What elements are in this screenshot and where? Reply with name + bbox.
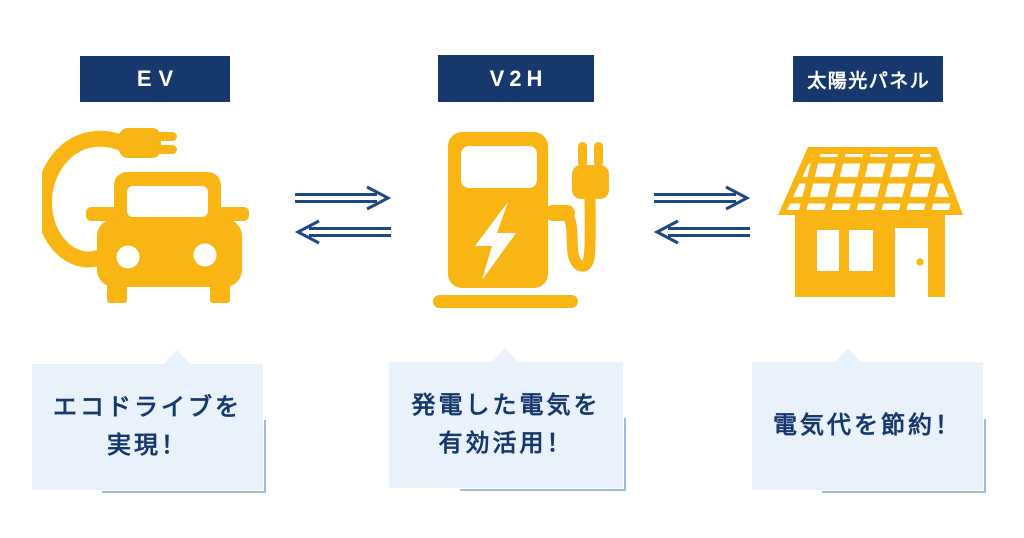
- charging-station-icon: [433, 132, 609, 308]
- v2h-caption-text: 発電した電気を 有効活用！: [412, 387, 601, 463]
- arrow-right-icon: [295, 185, 392, 211]
- bubble-pointer: [491, 348, 519, 363]
- ev-caption-text: エコドライブを 実現！: [53, 389, 242, 465]
- caption-line: 実現！: [107, 432, 188, 459]
- electric-car-icon: [42, 128, 249, 303]
- arrow-left-icon: [653, 219, 750, 245]
- ev-caption-bubble: エコドライブを 実現！: [32, 350, 267, 493]
- solar-caption-bubble: 電気代を節約！: [752, 348, 987, 493]
- caption-line: 有効活用！: [438, 430, 574, 457]
- caption-line: エコドライブを: [53, 394, 242, 421]
- bidirectional-arrows-ev-v2h: [294, 185, 392, 245]
- bubble-pointer: [834, 348, 862, 363]
- v2h-label: V2H: [438, 55, 594, 102]
- caption-line: 発電した電気を: [411, 392, 601, 419]
- solar-caption-text: 電気代を節約！: [773, 407, 962, 445]
- arrow-right-icon: [654, 185, 751, 211]
- v2h-caption-bubble: 発電した電気を 有効活用！: [389, 348, 627, 491]
- arrow-left-icon: [294, 219, 391, 245]
- bubble-pointer: [163, 350, 191, 365]
- ev-label: EV: [80, 56, 230, 102]
- solar-house-icon: [778, 147, 963, 297]
- caption-line: 電気代を節約！: [773, 412, 962, 439]
- solar-panel-label: 太陽光パネル: [793, 56, 943, 102]
- bidirectional-arrows-v2h-solar: [653, 185, 751, 245]
